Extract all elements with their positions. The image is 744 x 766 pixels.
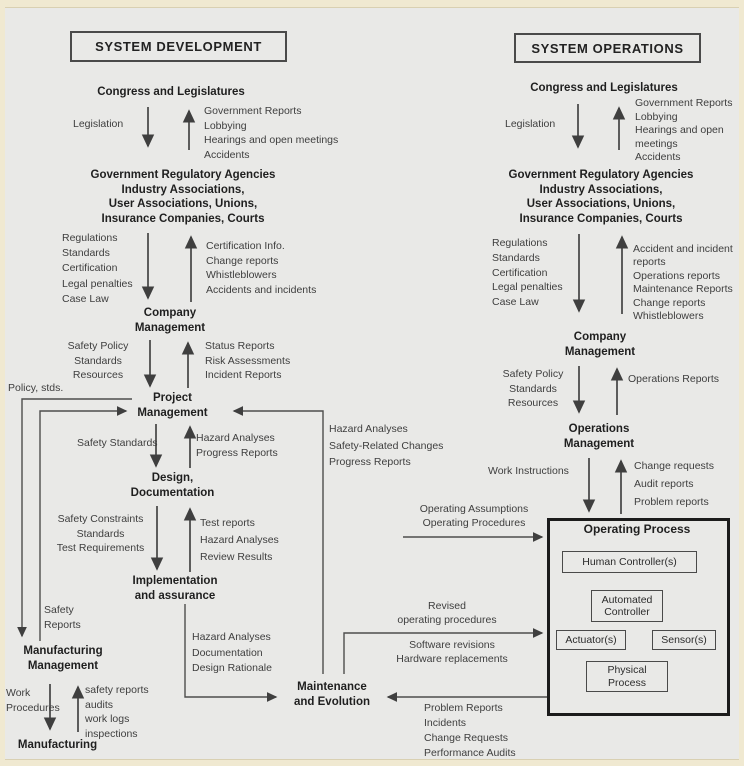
dev-company-heading: Company Management — [134, 307, 206, 334]
physical-process-box: Physical Process — [586, 661, 668, 692]
dev-project-control-label: Safety Standards — [77, 437, 158, 449]
manufacturing-heading: Manufacturing — [17, 739, 98, 751]
operating-assumptions-labels: Operating Assumptions Operating Procedur… — [419, 503, 529, 529]
dev-project-feedback-labels: Hazard Analyses Progress Reports — [196, 432, 278, 459]
dev-implementation-heading: Implementation and assurance — [132, 575, 218, 602]
arrow-maintenance-to-project — [232, 406, 324, 674]
actuator-box: Actuator(s) — [556, 630, 626, 650]
dev-project-heading: Project Management — [137, 392, 208, 419]
safety-reports-label: Safety Reports — [44, 604, 81, 631]
human-controller-box: Human Controller(s) — [562, 551, 697, 573]
frame-right — [739, 0, 744, 766]
ops-company-heading: Company Management — [564, 331, 636, 358]
dev-company-feedback-labels: Status Reports Risk Assessments Incident… — [205, 340, 291, 382]
ops-workinstructions-label: Work Instructions — [488, 465, 569, 477]
ops-company-control-labels: Safety Policy Standards Resources — [502, 368, 564, 410]
ops-agencies-control-labels: Regulations Standards Certification Lega… — [492, 237, 563, 309]
mfg-control-labels: Work Procedures — [6, 687, 60, 714]
arrow-policy-stds — [17, 398, 132, 638]
dev-legislation-label: Legislation — [73, 118, 124, 130]
dev-design-heading: Design, Documentation — [130, 472, 215, 499]
operations-title-box: SYSTEM OPERATIONS — [514, 33, 701, 63]
dev-congress-feedback-labels: Government Reports Lobbying Hearings and… — [204, 105, 339, 161]
maintenance-to-project-labels: Hazard Analyses Safety-Related Changes P… — [329, 423, 444, 468]
dev-agencies-control-labels: Regulations Standards Certification Lega… — [62, 232, 133, 305]
operating-feedback-labels: Problem Reports Incidents Change Request… — [424, 702, 516, 759]
revisions-labels: Software revisions Hardware replacements — [396, 639, 508, 665]
ops-agencies-feedback-labels: Accident and incident reports Operations… — [633, 243, 733, 323]
revised-procedures-labels: Revised operating procedures — [397, 600, 497, 626]
dev-design-control-labels: Safety Constraints Standards Test Requir… — [56, 513, 145, 555]
ops-agencies-heading: Government Regulatory Agencies Industry … — [508, 169, 694, 225]
sensor-box: Sensor(s) — [652, 630, 716, 650]
dev-design-feedback-labels: Test reports Hazard Analyses Review Resu… — [200, 517, 279, 563]
dev-agencies-heading: Government Regulatory Agencies Industry … — [90, 169, 276, 225]
arrow-impl-to-maintenance — [184, 604, 278, 702]
arrow-safety-reports-up — [39, 406, 128, 641]
automated-controller-box: Automated Controller — [591, 590, 663, 622]
ops-company-feedback-label: Operations Reports — [628, 373, 720, 385]
operating-process-title: Operating Process — [583, 522, 691, 536]
implementation-output-labels: Hazard Analyses Documentation Design Rat… — [192, 631, 272, 674]
ops-congress-heading: Congress and Legislatures — [530, 82, 678, 94]
maintenance-heading: Maintenance and Evolution — [293, 681, 371, 708]
mfg-feedback-labels: safety reports audits work logs inspecti… — [85, 684, 149, 740]
policy-stds-label: Policy, stds. — [8, 382, 64, 394]
ops-congress-feedback-labels: Government Reports Lobbying Hearings and… — [635, 97, 733, 164]
frame-bottom — [0, 759, 744, 766]
frame-left — [0, 0, 5, 766]
dev-company-control-labels: Safety Policy Standards Resources — [67, 340, 129, 382]
arrow-maintenance-to-process — [343, 628, 544, 674]
ops-mgmt-feedback-labels: Change requests Audit reports Problem re… — [634, 460, 714, 508]
dev-agencies-feedback-labels: Certification Info. Change reports Whist… — [206, 240, 317, 296]
ops-mgmt-heading: Operations Management — [563, 423, 635, 450]
ops-legislation-label: Legislation — [505, 118, 556, 130]
dev-congress-heading: Congress and Legislatures — [97, 86, 245, 98]
manufacturing-mgmt-heading: Manufacturing Management — [23, 645, 103, 672]
development-title-box: SYSTEM DEVELOPMENT — [70, 31, 287, 62]
frame-top — [0, 0, 744, 8]
